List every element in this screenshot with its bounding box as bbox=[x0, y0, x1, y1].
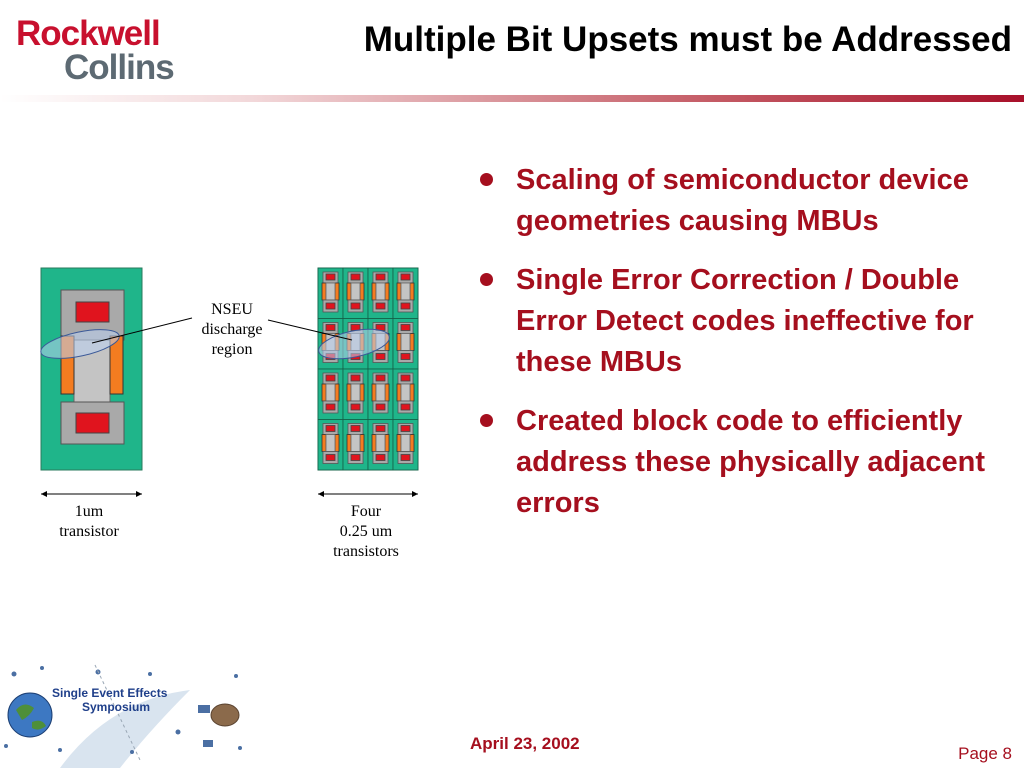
right-caption-line: transistors bbox=[333, 543, 399, 560]
small-transistor-cell bbox=[342, 419, 369, 471]
small-transistor-cell bbox=[392, 368, 419, 420]
left-caption-line: 1um bbox=[74, 503, 104, 520]
small-transistor-grid bbox=[317, 267, 419, 471]
ses-logo-line-1: Single Event Effects bbox=[52, 686, 168, 700]
left-dimension-arrow bbox=[41, 491, 142, 497]
right-caption: Four 0.25 um transistors bbox=[320, 502, 412, 562]
nseu-label-line: discharge bbox=[201, 321, 263, 338]
bullet-dot-icon bbox=[480, 173, 493, 186]
small-transistor-cell bbox=[392, 267, 419, 319]
page-number: Page 8 bbox=[958, 744, 1012, 763]
bullet-text: Created block code to efficiently addres… bbox=[516, 405, 986, 519]
large-transistor bbox=[40, 267, 143, 471]
small-transistor-cell bbox=[342, 267, 369, 319]
logo-line-2: Collins bbox=[64, 48, 175, 87]
ses-logo-line-2: Symposium bbox=[82, 700, 151, 714]
rockwell-collins-logo: Rockwell Collins bbox=[14, 14, 204, 87]
small-transistor-cell bbox=[367, 267, 394, 319]
small-transistor-cell bbox=[392, 318, 419, 370]
right-caption-line: Four bbox=[350, 503, 382, 520]
small-transistor-cell bbox=[317, 267, 344, 319]
logo-line-1: Rockwell bbox=[16, 14, 161, 53]
small-transistor-cell bbox=[317, 368, 344, 420]
slide-title: Multiple Bit Upsets must be Addressed bbox=[363, 20, 1012, 59]
left-caption: 1um transistor bbox=[44, 502, 134, 542]
right-caption-line: 0.25 um bbox=[339, 523, 393, 540]
nseu-label-line: region bbox=[211, 341, 253, 358]
nseu-label-line: NSEU bbox=[211, 301, 253, 318]
title-divider bbox=[0, 95, 1024, 102]
transistor-diagram-svg bbox=[40, 267, 419, 497]
bullet-text: Scaling of semiconductor device geometri… bbox=[516, 164, 969, 237]
footer-date: April 23, 2002 bbox=[470, 734, 580, 753]
right-dimension-arrow bbox=[318, 491, 418, 497]
transistor-diagram: NSEU discharge region 1um transistor Fou… bbox=[0, 250, 460, 580]
small-transistor-cell bbox=[392, 419, 419, 471]
bullet-dot-icon bbox=[480, 273, 493, 286]
bullet-item: Created block code to efficiently addres… bbox=[476, 401, 996, 524]
small-transistor-cell bbox=[317, 419, 344, 471]
small-transistor-cell bbox=[367, 368, 394, 420]
bullet-text: Single Error Correction / Double Error D… bbox=[516, 264, 974, 378]
nseu-label: NSEU discharge region bbox=[190, 300, 274, 360]
ses-logo-graphic bbox=[4, 664, 242, 768]
bullet-list: Scaling of semiconductor device geometri… bbox=[476, 160, 996, 542]
bullet-item: Single Error Correction / Double Error D… bbox=[476, 260, 996, 383]
bullet-item: Scaling of semiconductor device geometri… bbox=[476, 160, 996, 242]
small-transistor-cell bbox=[367, 419, 394, 471]
left-caption-line: transistor bbox=[59, 523, 119, 540]
small-transistor-cell bbox=[342, 368, 369, 420]
ses-symposium-logo: Single Event Effects Symposium bbox=[0, 660, 250, 768]
bullet-dot-icon bbox=[480, 414, 493, 427]
